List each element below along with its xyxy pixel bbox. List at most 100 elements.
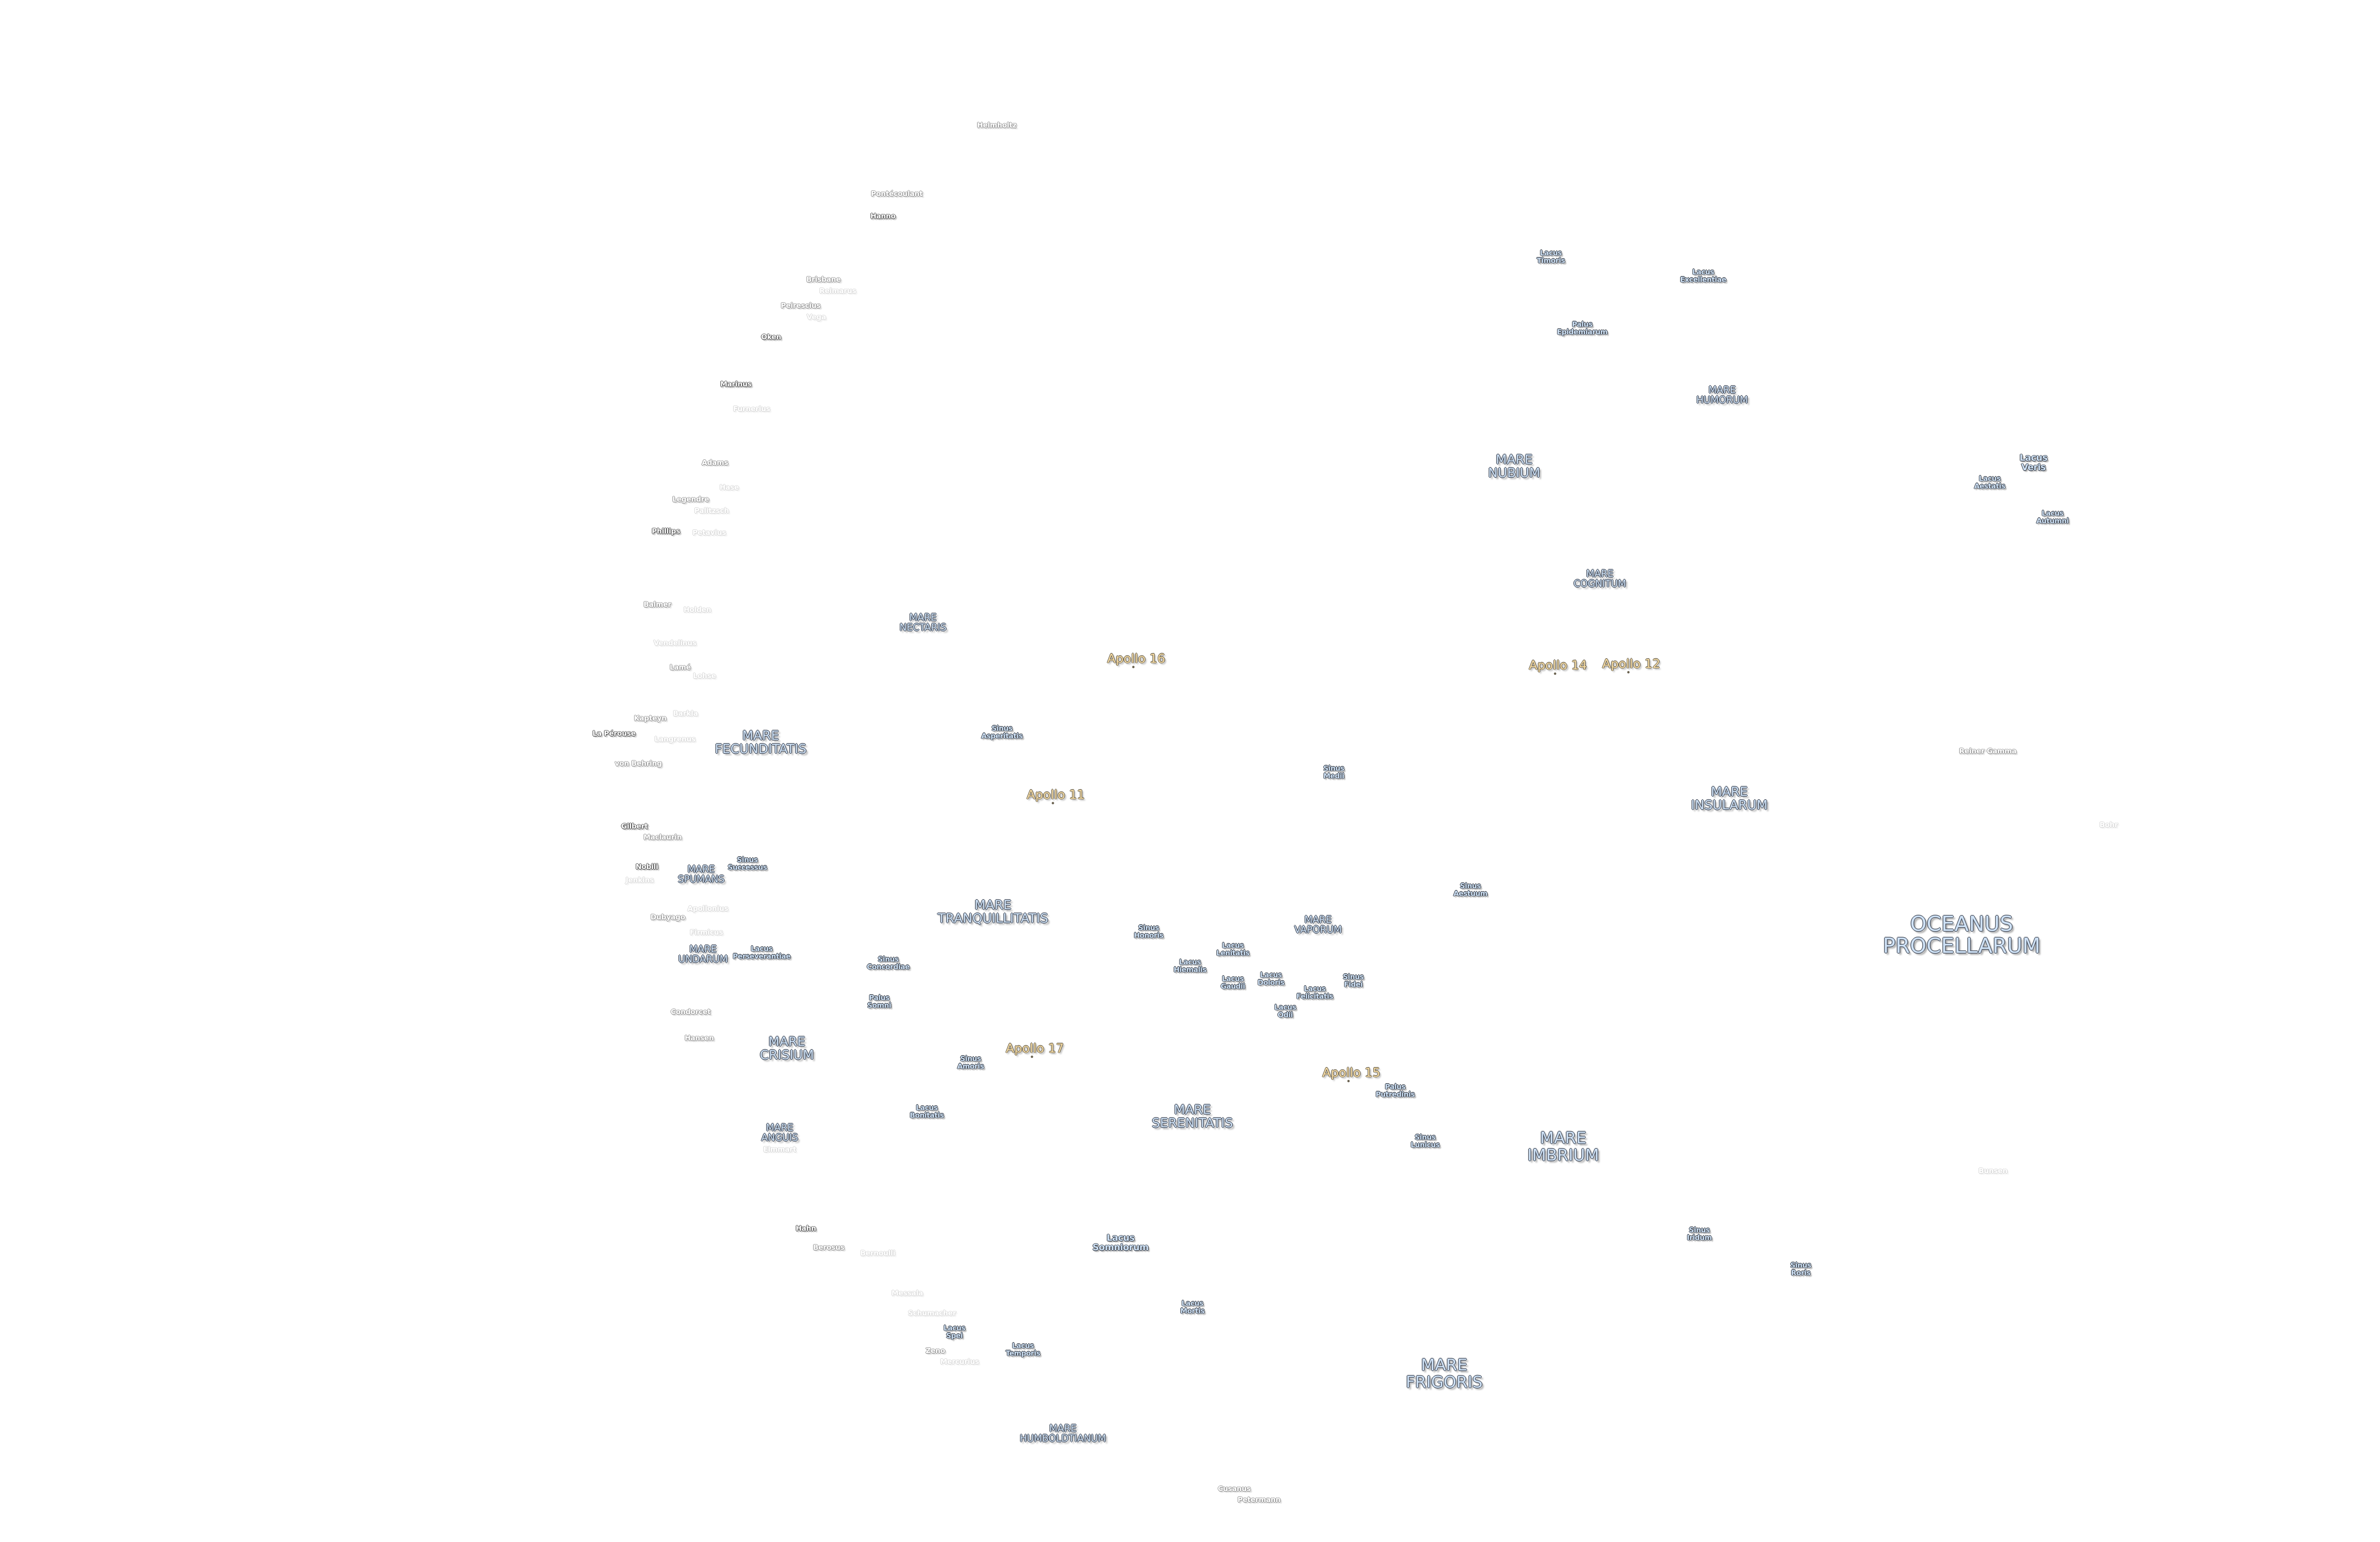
mare-label-lacus-lenitatis: Lacus Lenitatis bbox=[1216, 941, 1250, 957]
crater-label-palitzsch: Palitzsch bbox=[694, 506, 729, 515]
crater-label-bohr: Bohr bbox=[2099, 820, 2118, 830]
landing-site-label-apollo-11: Apollo 11 bbox=[1027, 788, 1085, 802]
landing-site-marker bbox=[1051, 802, 1054, 804]
crater-label-marinus: Marinus bbox=[720, 380, 752, 389]
mare-label-palus-somni: Palus Somni bbox=[867, 993, 892, 1009]
mare-label-sinus-concordiae: Sinus Concordiae bbox=[867, 955, 910, 971]
crater-label-petermann: Petermann bbox=[1237, 1495, 1281, 1504]
mare-label-sinus-medii: Sinus Medii bbox=[1323, 764, 1344, 780]
mare-label-lacus-odii: Lacus Odii bbox=[1274, 1003, 1296, 1019]
crater-label-reimarus: Reimarus bbox=[819, 287, 856, 296]
mare-label-lacus-perseverantiae: Lacus Perseverantiae bbox=[733, 944, 791, 960]
crater-label-hahn: Hahn bbox=[795, 1224, 816, 1233]
mare-label-mare-cognitum: MARE COGNITUM bbox=[1573, 568, 1626, 589]
crater-label-pontécoulant: Pontécoulant bbox=[871, 189, 923, 198]
crater-label-lohse: Lohse bbox=[693, 672, 716, 681]
crater-label-von-behring: von Behring bbox=[615, 759, 662, 768]
landing-site-label-apollo-15: Apollo 15 bbox=[1322, 1066, 1380, 1080]
landing-site-marker bbox=[1347, 1080, 1350, 1082]
crater-label-nobili: Nobili bbox=[635, 862, 658, 871]
crater-label-holden: Holden bbox=[684, 605, 711, 614]
crater-label-helmholtz: Helmholtz bbox=[977, 121, 1017, 130]
mare-label-mare-humboldtianum: MARE HUMBOLDTIANUM bbox=[1020, 1423, 1106, 1444]
crater-label-phillips: Phillips bbox=[652, 527, 680, 536]
mare-label-sinus-aestuum: Sinus Aestuum bbox=[1453, 881, 1488, 898]
crater-label-legendre: Legendre bbox=[672, 495, 709, 504]
mare-label-mare-nubium: MARE NUBIUM bbox=[1488, 452, 1540, 481]
mare-label-lacus-gaudii: Lacus Gaudii bbox=[1220, 974, 1245, 990]
mare-label-mare-serenitatis: MARE SERENITATIS bbox=[1151, 1102, 1233, 1131]
crater-label-brisbane: Brisbane bbox=[806, 275, 841, 284]
mare-label-sinus-amoris: Sinus Amoris bbox=[957, 1054, 984, 1070]
mare-label-mare-insularum: MARE INSULARUM bbox=[1691, 784, 1768, 813]
crater-label-berosus: Berosus bbox=[813, 1243, 844, 1252]
mare-label-mare-anguis: MARE ANGUIS bbox=[761, 1122, 798, 1143]
crater-label-maclaurin: Maclaurin bbox=[643, 833, 682, 842]
mare-label-mare-tranquillitatis: MARE TRANQUILLITATIS bbox=[937, 898, 1049, 926]
mare-label-sinus-iridum: Sinus Iridum bbox=[1686, 1226, 1712, 1242]
mare-label-lacus-doloris: Lacus Doloris bbox=[1257, 970, 1285, 987]
crater-label-jenkins: Jenkins bbox=[625, 876, 654, 885]
crater-label-la-pérouse: La Pérouse bbox=[592, 729, 636, 738]
mare-label-palus-putredinis: Palus Putredinis bbox=[1375, 1082, 1415, 1098]
crater-label-hansen: Hansen bbox=[684, 1034, 714, 1043]
mare-label-sinus-lunicus: Sinus Lunicus bbox=[1410, 1133, 1440, 1149]
mare-label-mare-imbrium: MARE IMBRIUM bbox=[1527, 1128, 1599, 1165]
crater-label-gilbert: Gilbert bbox=[621, 822, 648, 831]
crater-label-schumacher: Schumacher bbox=[908, 1309, 956, 1318]
mare-label-mare-vaporum: MARE VAPORUM bbox=[1294, 914, 1342, 935]
mare-label-oceanus-procellarum: OCEANUS PROCELLARUM bbox=[1883, 911, 2041, 958]
crater-label-mercurius: Mercurius bbox=[940, 1357, 979, 1366]
mare-label-sinus-asperitatis: Sinus Asperitatis bbox=[981, 724, 1023, 740]
mare-label-mare-fecunditatis: MARE FECUNDITATIS bbox=[714, 728, 807, 757]
crater-label-lamé: Lamé bbox=[669, 663, 691, 672]
landing-site-marker bbox=[1031, 1056, 1033, 1058]
mare-label-mare-nectaris: MARE NECTARIS bbox=[899, 612, 947, 633]
crater-label-adams: Adams bbox=[702, 458, 728, 467]
landing-site-marker bbox=[1627, 671, 1630, 673]
mare-label-lacus-somniorum: Lacus Somniorum bbox=[1092, 1233, 1149, 1253]
mare-label-mare-frigoris: MARE FRIGORIS bbox=[1406, 1355, 1483, 1392]
mare-label-lacus-veris: Lacus Veris bbox=[2019, 453, 2048, 473]
crater-label-barkla: Barkla bbox=[673, 709, 698, 718]
mare-label-mare-crisium: MARE CRISIUM bbox=[760, 1034, 814, 1063]
crater-label-elmmart: Elmmart bbox=[763, 1145, 796, 1154]
crater-label-oken: Oken bbox=[761, 333, 781, 342]
mare-label-lacus-felicitatis: Lacus Felicitatis bbox=[1296, 984, 1333, 1000]
mare-label-sinus-fidei: Sinus Fidei bbox=[1343, 972, 1364, 988]
mare-label-lacus-spei: Lacus Spei bbox=[943, 1324, 965, 1340]
mare-label-lacus-excellentiae: Lacus Excellentiae bbox=[1680, 267, 1726, 284]
mare-label-sinus-roris: Sinus Roris bbox=[1790, 1261, 1811, 1277]
crater-label-langrenus: Langrenus bbox=[654, 735, 696, 744]
crater-label-zeno: Zeno bbox=[925, 1346, 945, 1355]
crater-label-kapteyn: Kapteyn bbox=[634, 714, 667, 723]
mare-label-lacus-timoris: Lacus Timoris bbox=[1537, 248, 1565, 265]
mare-label-lacus-hiemalis: Lacus Hiemalis bbox=[1173, 958, 1207, 974]
crater-label-vendelinus: Vendelinus bbox=[653, 639, 697, 648]
crater-label-condorcet: Condorcet bbox=[671, 1008, 711, 1017]
mare-label-lacus-bonitatis: Lacus Bonitatis bbox=[910, 1103, 944, 1119]
mare-label-mare-humorum: MARE HUMORUM bbox=[1696, 384, 1748, 405]
crater-label-apollonius: Apollonius bbox=[687, 904, 728, 913]
crater-label-hanno: Hanno bbox=[870, 212, 896, 221]
landing-site-label-apollo-12: Apollo 12 bbox=[1602, 657, 1660, 672]
mare-label-lacus-mortis: Lacus Mortis bbox=[1180, 1299, 1205, 1315]
landing-site-label-apollo-17: Apollo 17 bbox=[1006, 1041, 1064, 1056]
mare-label-palus-epidemiarum: Palus Epidemiarum bbox=[1557, 320, 1608, 336]
mare-label-mare-spumans: MARE SPUMANS bbox=[678, 863, 724, 885]
landing-site-marker bbox=[1554, 672, 1557, 675]
mare-label-lacus-autumni: Lacus Autumni bbox=[2036, 509, 2069, 525]
crater-label-firmicus: Firmicus bbox=[690, 928, 723, 937]
crater-label-furnerius: Furnerius bbox=[733, 405, 770, 414]
crater-label-hase: Hase bbox=[719, 483, 739, 492]
crater-label-messala: Messala bbox=[891, 1289, 923, 1298]
mare-label-lacus-temporis: Lacus Temporis bbox=[1005, 1341, 1041, 1357]
crater-label-vega: Vega bbox=[806, 313, 826, 322]
landing-site-marker bbox=[1132, 666, 1135, 668]
crater-label-bunsen: Bunsen bbox=[1978, 1166, 2008, 1176]
mare-label-sinus-successus: Sinus Successus bbox=[727, 855, 767, 871]
crater-label-balmer: Balmer bbox=[643, 600, 672, 609]
mare-label-mare-undarum: MARE UNDARUM bbox=[678, 943, 728, 965]
landing-site-label-apollo-14: Apollo 14 bbox=[1529, 658, 1587, 673]
